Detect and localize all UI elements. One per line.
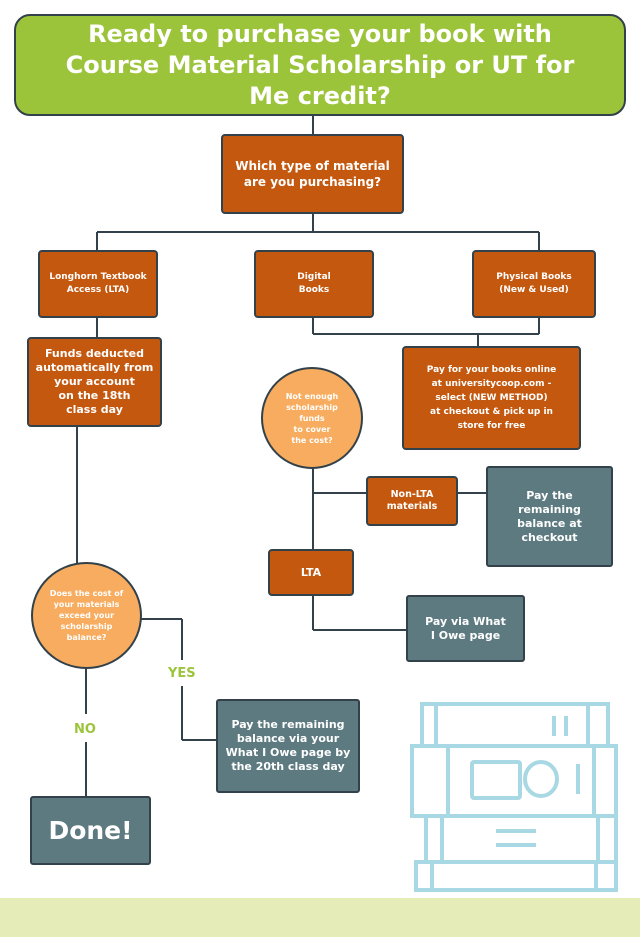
- lta-option-box: Longhorn Textbook Access (LTA): [38, 250, 158, 318]
- title-banner: Ready to purchase your book with Course …: [14, 14, 626, 116]
- pay-what-i-owe-box: Pay via What I Owe page: [406, 595, 525, 662]
- non-lta-box: Non-LTA materials: [366, 476, 458, 526]
- not-enough-funds-circle: Not enough scholarship funds to cover th…: [261, 367, 363, 469]
- funds-deducted-box: Funds deducted automatically from your a…: [27, 337, 162, 427]
- done-box: Done!: [30, 796, 151, 865]
- which-type-box: Which type of material are you purchasin…: [221, 134, 404, 214]
- yes-label: YES: [168, 666, 196, 681]
- no-label: NO: [74, 722, 96, 737]
- pay-remaining-20th-box: Pay the remaining balance via your What …: [216, 699, 360, 793]
- pay-online-box: Pay for your books online at universityc…: [402, 346, 581, 450]
- cost-exceed-circle: Does the cost of your materials exceed y…: [31, 562, 142, 669]
- lta-box: LTA: [268, 549, 354, 596]
- physical-books-box: Physical Books (New & Used): [472, 250, 596, 318]
- book-stack-icon: [410, 702, 618, 892]
- pay-remaining-checkout-box: Pay the remaining balance at checkout: [486, 466, 613, 567]
- digital-books-box: Digital Books: [254, 250, 374, 318]
- footer-band: [0, 898, 640, 937]
